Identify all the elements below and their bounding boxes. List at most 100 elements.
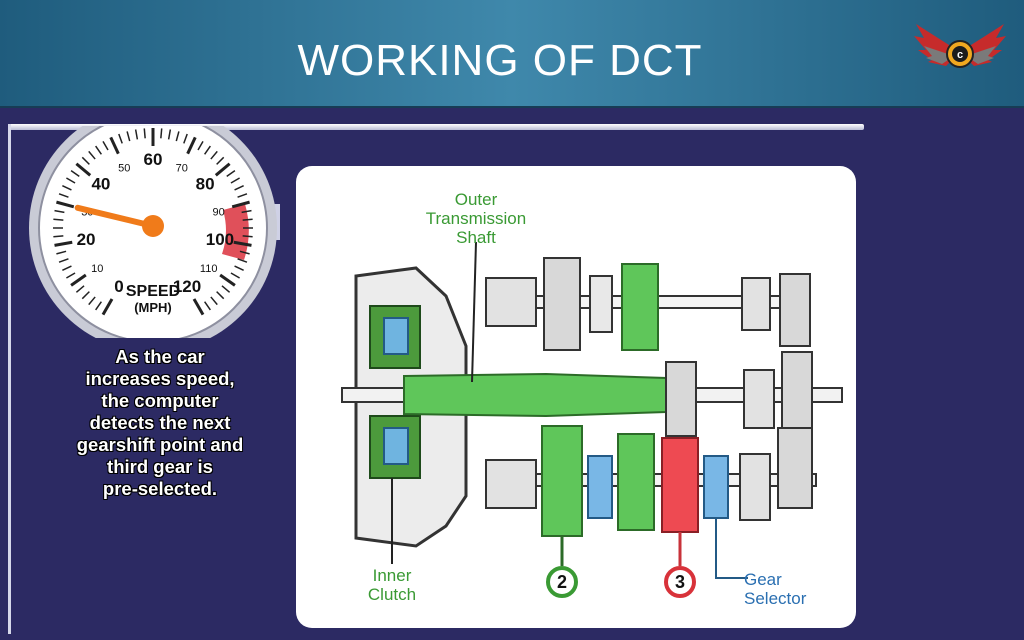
gauge-tick	[54, 209, 65, 214]
gauge-tick-label: 100	[206, 230, 234, 249]
gauge-tick	[101, 298, 114, 316]
gauge-tick-label: 90	[213, 206, 225, 218]
gauge-tick	[216, 156, 225, 165]
gear-selector-label: Gear Selector	[744, 570, 807, 608]
gauge-tick	[160, 128, 163, 139]
gauge-tick	[118, 133, 123, 144]
gauge-tick	[66, 177, 76, 184]
gauge-tick	[53, 235, 64, 238]
third-gear	[661, 437, 699, 533]
speedometer: 0102030405060708090100110120 SPEED (MPH)	[29, 126, 280, 338]
slide-header: WORKING OF DCT c	[0, 0, 1024, 108]
gear-3-marker	[664, 566, 696, 598]
gauge-tick-label: 0	[114, 277, 123, 296]
gauge-tick-label: 80	[196, 174, 215, 193]
gauge-tick-label: 10	[91, 263, 103, 275]
gauge-tick	[126, 131, 131, 142]
gauge-tick	[175, 131, 180, 142]
gauge-tick	[197, 141, 204, 151]
gauge-tick	[216, 291, 225, 300]
gauge-tick	[204, 301, 211, 311]
gauge-tick	[214, 162, 231, 177]
gauge-tick	[237, 258, 248, 263]
gauge-tick	[95, 145, 102, 155]
gauge-tick-label: 20	[77, 230, 96, 249]
gauge-tick	[230, 272, 240, 279]
gear-selector-3	[703, 455, 729, 519]
gauge-tick	[230, 177, 240, 184]
gauge-tick	[56, 200, 75, 209]
gauge-tick	[183, 133, 188, 144]
gauge-tick	[81, 156, 90, 165]
gauge-tick	[210, 296, 218, 306]
gauge-tick-label: 40	[91, 174, 110, 193]
gauge-tick	[66, 272, 76, 279]
gauge-labels: 0102030405060708090100110120	[77, 150, 235, 296]
gauge-tick	[75, 285, 85, 293]
outer-shaft-label: Outer Transmission Shaft	[425, 190, 527, 247]
gauge-label-unit: (MPH)	[134, 300, 172, 315]
gauge-tick	[167, 129, 172, 140]
gauge-tick	[102, 141, 109, 151]
gauge-tick	[221, 285, 231, 293]
divider-left	[8, 124, 11, 634]
gauge-tick	[88, 296, 96, 306]
gauge-tick	[210, 150, 218, 160]
dct-diagram-panel: 2 3 Outer Transmission Shaft Inner Clutc…	[296, 166, 856, 628]
gauge-tick	[237, 193, 248, 198]
gauge-tick	[239, 250, 250, 255]
second-gear	[541, 425, 583, 537]
gauge-tick	[109, 136, 120, 155]
gauge-tick	[62, 265, 72, 271]
gauge-tick	[242, 235, 253, 238]
gauge-tick	[56, 250, 67, 255]
gauge-tick	[53, 218, 64, 221]
gear-3-label: 3	[675, 572, 685, 592]
gauge-tick	[143, 128, 146, 139]
gauge-ticks	[53, 128, 253, 316]
gauge-tick-label: 70	[176, 162, 188, 174]
gauge-tick-label: 60	[144, 150, 163, 169]
gear-2-label: 2	[557, 572, 567, 592]
gauge-tick-label: 120	[173, 277, 201, 296]
slide-title: WORKING OF DCT	[297, 36, 703, 85]
winged-c-logo: c	[914, 24, 1006, 68]
gauge-tick	[231, 200, 250, 209]
gauge-label-speed: SPEED	[126, 283, 180, 300]
gauge-tick	[233, 240, 252, 247]
gauge-tick	[234, 265, 244, 271]
gauge-tick	[186, 136, 197, 155]
dct-diagram: 2 3	[341, 241, 843, 598]
gauge-tick	[70, 273, 87, 287]
lower-clutch-pack	[369, 415, 421, 479]
gauge-tick	[62, 185, 72, 191]
gauge-tick	[134, 129, 139, 140]
outer-transmission-shaft	[403, 372, 667, 418]
gauge-tick	[88, 150, 96, 160]
gauge-tick	[192, 298, 205, 316]
gauge-tick	[234, 185, 244, 191]
needle-hub	[142, 215, 164, 237]
logo-letter: c	[957, 49, 963, 61]
gauge-tick	[58, 258, 69, 263]
caption-text: As the car increases speed, the computer…	[76, 346, 244, 499]
gauge-tick	[242, 218, 253, 221]
gauge-needle	[74, 204, 156, 229]
gear-selector-2	[587, 455, 613, 519]
gauge-tick	[219, 273, 236, 287]
gauge-tick	[95, 301, 102, 311]
gear-2-marker	[546, 566, 578, 598]
gauge-tick-label: 110	[200, 263, 218, 275]
gauge-tick	[58, 193, 69, 198]
gauge-tick	[204, 145, 211, 155]
redline-arc	[222, 204, 249, 260]
divider-top	[8, 124, 864, 130]
gauge-tick	[241, 209, 252, 214]
gauge-tick	[81, 291, 90, 300]
gauge-tick	[70, 170, 80, 177]
inner-clutch-label: Inner Clutch	[367, 566, 417, 604]
gauge-tick	[75, 162, 92, 177]
gauge-tick	[54, 240, 73, 247]
gauge-tick	[226, 170, 236, 177]
gauge-tick-label: 50	[118, 162, 130, 174]
